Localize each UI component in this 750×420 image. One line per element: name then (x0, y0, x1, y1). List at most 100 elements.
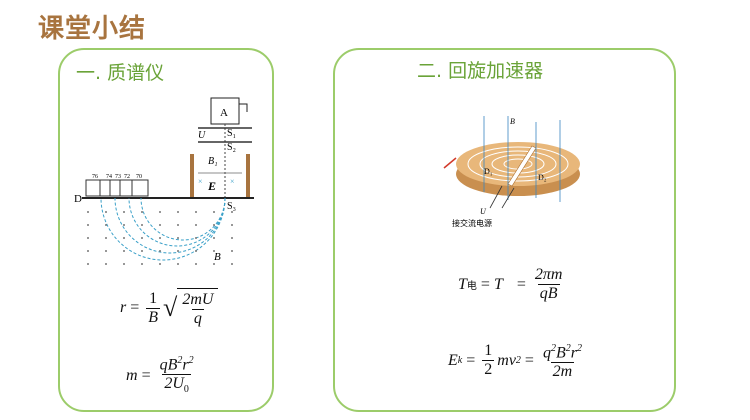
beam-exit (443, 157, 457, 169)
f4-sup-q: 2 (550, 343, 556, 354)
field-dot (105, 237, 107, 239)
f3-sub: 电 (466, 281, 477, 292)
mass-spectrometer-card: 一. 质谱仪 (58, 48, 274, 412)
field-dot (231, 263, 233, 265)
f1-frac-den: B (146, 307, 161, 326)
f2-num-qB: qB (159, 356, 178, 374)
f2-den-sub: 0 (183, 384, 189, 396)
supply-wire-1 (489, 185, 503, 209)
ion-path-4 (140, 197, 226, 241)
f3-T2: T (493, 275, 503, 293)
label-S1: S₁ (227, 128, 236, 139)
f3-num: 2πm (534, 266, 563, 283)
f2-num-sup1: 2 (177, 355, 183, 366)
label-D2: D₂ (538, 173, 547, 182)
field-dot (123, 224, 125, 226)
field-dot (87, 237, 89, 239)
f4-half-den: 2 (482, 360, 495, 379)
f4-half-num: 1 (484, 342, 493, 360)
f4-sup-B: 2 (565, 343, 571, 354)
f4-mv: mv (497, 351, 516, 369)
field-dot (159, 263, 161, 265)
f1-rad-den: q (191, 309, 204, 327)
field-dot (105, 250, 107, 252)
selector-plate-left (190, 154, 194, 198)
f3-frac: 2πm qB (533, 266, 565, 303)
field-dot (159, 237, 161, 239)
field-dot (159, 250, 161, 252)
supply-wire-2 (501, 187, 515, 209)
field-dot (123, 211, 125, 213)
f3-eq2: = (516, 275, 526, 293)
f2-eq: = (141, 366, 151, 384)
scale-label-70: 70 (136, 174, 142, 180)
field-dot (87, 250, 89, 252)
dee-top (456, 142, 580, 186)
f2-den-2U: 2U (164, 375, 184, 393)
f3-eq1: = (480, 275, 490, 293)
source-wire (239, 103, 248, 112)
field-dot (231, 211, 233, 213)
f3-den: qB (537, 284, 560, 302)
field-dot (213, 211, 215, 213)
field-dot (159, 224, 161, 226)
field-dot (141, 211, 143, 213)
orbit-1 (467, 146, 569, 182)
label-S3: S₃ (227, 201, 236, 212)
field-dot (195, 237, 197, 239)
field-dot (213, 237, 215, 239)
detector-scale (85, 179, 149, 197)
field-dot (177, 211, 179, 213)
f4-num: q2B2r2 (541, 340, 584, 362)
label-D: D (74, 193, 82, 205)
f4-sup-r: 2 (576, 343, 582, 354)
f1-rad-num: 2mU (182, 291, 214, 308)
field-dot (213, 250, 215, 252)
ion-path-3 (128, 197, 226, 247)
label-B1: B₁ (208, 156, 218, 167)
field-dot (195, 263, 197, 265)
ion-path-2 (114, 197, 226, 254)
sqrt-sign: √ (163, 293, 178, 322)
field-dot (87, 211, 89, 213)
label-B: B (214, 251, 221, 263)
cyclotron-heading: 二. 回旋加速器 (417, 60, 544, 82)
f4-den: 2m (550, 362, 575, 381)
field-dot (123, 237, 125, 239)
field-dot (177, 250, 179, 252)
f1-frac-num: 1 (149, 289, 158, 307)
f4-r: r (570, 344, 577, 362)
f4-sup-v: 2 (515, 355, 521, 367)
f1-sqrt: √ 2mU q (163, 288, 219, 328)
f4-half: 1 2 (482, 342, 495, 379)
label-B-cyc: B (510, 117, 515, 126)
field-dot (141, 250, 143, 252)
field-dot (195, 224, 197, 226)
cyclotron-card: 二. 回旋加速器 (333, 48, 676, 412)
label-U-cyc: U (480, 207, 487, 216)
f2-num: qB2r2 (158, 352, 196, 374)
f4-B: B (555, 344, 566, 362)
label-U: U (198, 130, 206, 141)
f2-lhs: m (126, 366, 138, 384)
slide-title: 课堂小结 (38, 14, 147, 44)
field-dot (177, 224, 179, 226)
field-dot (213, 224, 215, 226)
magnetic-field-dots (87, 211, 233, 265)
selector-x-1: × (198, 177, 203, 186)
field-dot (213, 263, 215, 265)
f1-frac: 1 B (146, 289, 161, 327)
scale-label-72: 72 (124, 174, 130, 180)
field-dot (105, 263, 107, 265)
scale-label-76: 76 (92, 174, 98, 180)
field-dot (177, 237, 179, 239)
field-dot (159, 211, 161, 213)
field-dot (87, 263, 89, 265)
field-dot (105, 211, 107, 213)
label-S2: S₂ (227, 142, 236, 153)
field-dot (141, 224, 143, 226)
scale-label-74: 74 (106, 174, 112, 180)
label-E: E (207, 179, 216, 193)
field-dot (105, 224, 107, 226)
field-dot (141, 237, 143, 239)
